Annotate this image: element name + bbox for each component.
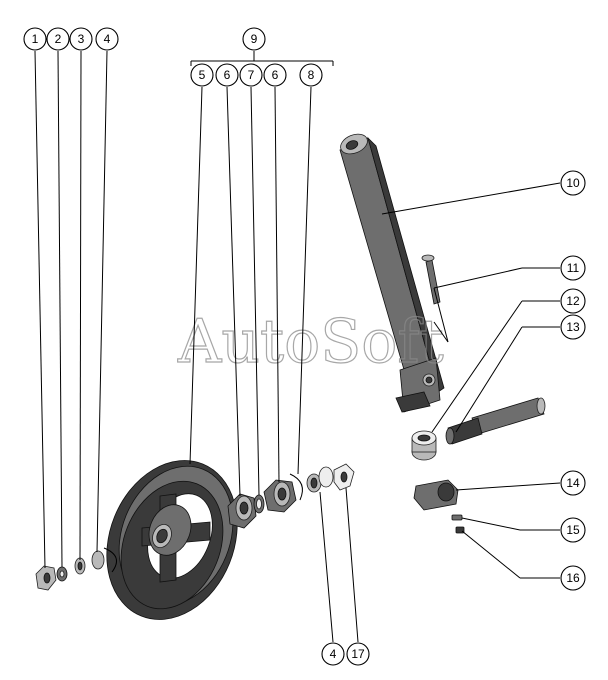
callout-8: 8	[299, 63, 323, 87]
part-17-nut-right	[318, 463, 355, 491]
callout-16: 16	[560, 565, 586, 591]
callout-6-left: 6	[215, 63, 239, 87]
callout-4-left: 4	[95, 27, 119, 51]
svg-text:16: 16	[566, 571, 580, 585]
part-7-spacer	[253, 494, 265, 514]
callout-6-right: 6	[263, 63, 287, 87]
part-15-spring-pin	[451, 514, 463, 521]
svg-text:8: 8	[308, 68, 315, 82]
callout-2: 2	[46, 27, 70, 51]
part-6-bearing-left	[227, 493, 257, 529]
svg-text:9: 9	[251, 32, 258, 46]
callout-11: 11	[560, 255, 586, 281]
svg-text:13: 13	[566, 320, 580, 334]
svg-text:6: 6	[224, 68, 231, 82]
svg-text:5: 5	[199, 68, 206, 82]
callout-10: 10	[560, 170, 586, 196]
callout-7: 7	[239, 63, 263, 87]
svg-text:7: 7	[248, 68, 255, 82]
callout-9: 9	[242, 27, 266, 51]
callout-15: 15	[560, 517, 586, 543]
part-11-pin	[421, 254, 441, 305]
callout-13: 13	[560, 314, 586, 340]
part-13-shaft	[445, 397, 546, 445]
svg-text:1: 1	[32, 32, 39, 46]
svg-text:17: 17	[351, 647, 365, 661]
svg-text:12: 12	[566, 294, 580, 308]
watermark-text: AutoSoft	[177, 307, 444, 377]
part-5-pulley-wheel	[106, 460, 238, 620]
callout-5: 5	[190, 63, 214, 87]
svg-text:3: 3	[78, 32, 85, 46]
svg-text:14: 14	[566, 476, 580, 490]
svg-text:4: 4	[104, 32, 111, 46]
svg-text:15: 15	[566, 523, 580, 537]
svg-text:4: 4	[330, 647, 337, 661]
part-6-bearing-right	[263, 479, 297, 513]
callout-17: 17	[346, 642, 370, 666]
svg-text:11: 11	[567, 261, 580, 275]
part-12-bushing	[411, 430, 437, 461]
callout-1: 1	[23, 27, 47, 51]
leader-lines	[34, 50, 561, 643]
callout-12: 12	[560, 288, 586, 314]
svg-text:10: 10	[566, 176, 580, 190]
part-4-ring-left	[91, 547, 117, 573]
part-10-arm	[339, 133, 445, 413]
callout-3: 3	[69, 27, 93, 51]
part-1-nut	[35, 565, 57, 591]
part-14-block	[413, 479, 459, 511]
svg-text:6: 6	[272, 68, 279, 82]
svg-text:2: 2	[55, 32, 62, 46]
part-3-lock-washer	[74, 557, 86, 575]
callout-4-bottom: 4	[321, 642, 345, 666]
callout-14: 14	[560, 470, 586, 496]
part-2-washer	[56, 566, 68, 582]
part-8-snap-ring	[289, 473, 303, 501]
